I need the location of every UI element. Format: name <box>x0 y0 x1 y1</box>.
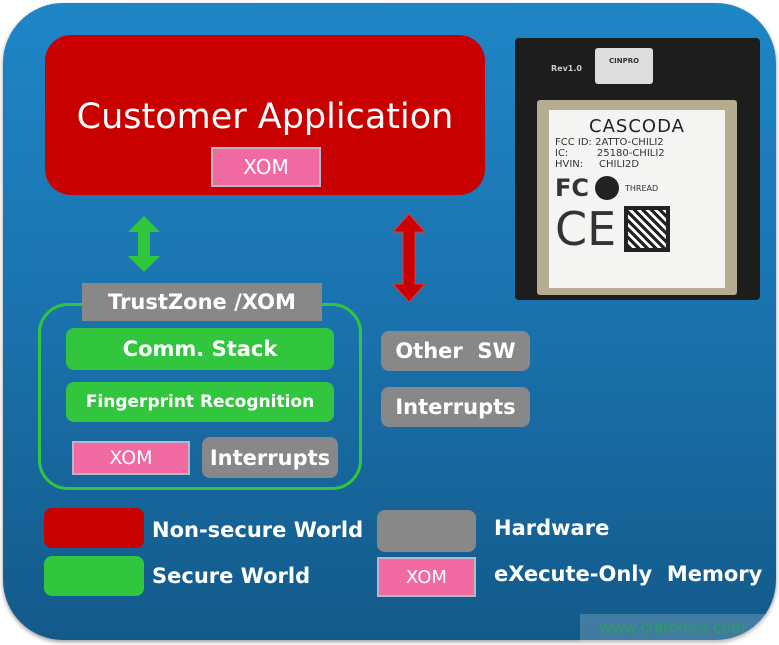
trustzone-xom-header: TrustZone /XOM <box>82 283 322 321</box>
red-double-arrow-icon <box>391 214 427 302</box>
legend-label-hardware: Hardware <box>494 516 610 540</box>
legend-label-secure: Secure World <box>152 564 311 588</box>
comm-stack-label: Comm. Stack <box>122 337 278 361</box>
fcc-logo-icon: FC <box>555 174 590 202</box>
chip-ic: IC: 25180-CHILI2 <box>555 148 665 159</box>
other-sw-label: Other SW <box>395 339 516 363</box>
secure-interrupts-block: Interrupts <box>202 437 338 478</box>
legend-label-xom: eXecute-Only Memory <box>494 562 763 586</box>
legend-swatch-xom: XOM <box>377 557 476 597</box>
comm-stack-block: Comm. Stack <box>66 328 334 370</box>
legend-swatch-hardware <box>377 510 476 552</box>
secure-xom-block: XOM <box>72 441 190 475</box>
chip-fcc-id: FCC ID: 2ATTO-CHILI2 <box>555 137 664 148</box>
xom-label: XOM <box>243 155 289 179</box>
xom-label: XOM <box>406 566 447 588</box>
chip-antenna: CINPRO <box>595 48 653 84</box>
thread-logo-icon <box>595 176 620 200</box>
chip-label: CASCODA FCC ID: 2ATTO-CHILI2 IC: 25180-C… <box>549 110 725 288</box>
fingerprint-label: Fingerprint Recognition <box>85 392 315 412</box>
trustzone-title: TrustZone /XOM <box>108 290 296 314</box>
xom-label: XOM <box>109 447 153 469</box>
green-double-arrow-icon <box>128 216 160 272</box>
ce-mark-icon: CE <box>555 202 617 256</box>
other-sw-block: Other SW <box>381 331 530 371</box>
watermark-text: www.cntronics.com <box>599 618 746 637</box>
legend-label-nonsecure: Non-secure World <box>152 518 364 542</box>
customer-application-title: Customer Application <box>76 97 454 137</box>
cascoda-module-photo: Rev1.0 CINPRO CASCODA FCC ID: 2ATTO-CHIL… <box>515 38 760 300</box>
chip-hvin: HVIN: CHILI2D <box>555 159 640 170</box>
qr-code-icon <box>624 206 671 252</box>
legend-swatch-secure <box>44 556 144 596</box>
interrupts-label: Interrupts <box>395 395 516 419</box>
nonsecure-interrupts-block: Interrupts <box>381 387 530 427</box>
app-xom-block: XOM <box>211 147 321 187</box>
chip-brand: CASCODA <box>589 116 685 137</box>
thread-label: THREAD <box>625 183 659 193</box>
chip-rev-label: Rev1.0 <box>551 64 582 73</box>
legend-swatch-nonsecure <box>44 508 144 548</box>
interrupts-label: Interrupts <box>209 445 331 470</box>
watermark: www.cntronics.com <box>580 614 765 642</box>
fingerprint-recognition-block: Fingerprint Recognition <box>66 382 334 422</box>
chip-vendor-label: CINPRO <box>609 57 640 65</box>
